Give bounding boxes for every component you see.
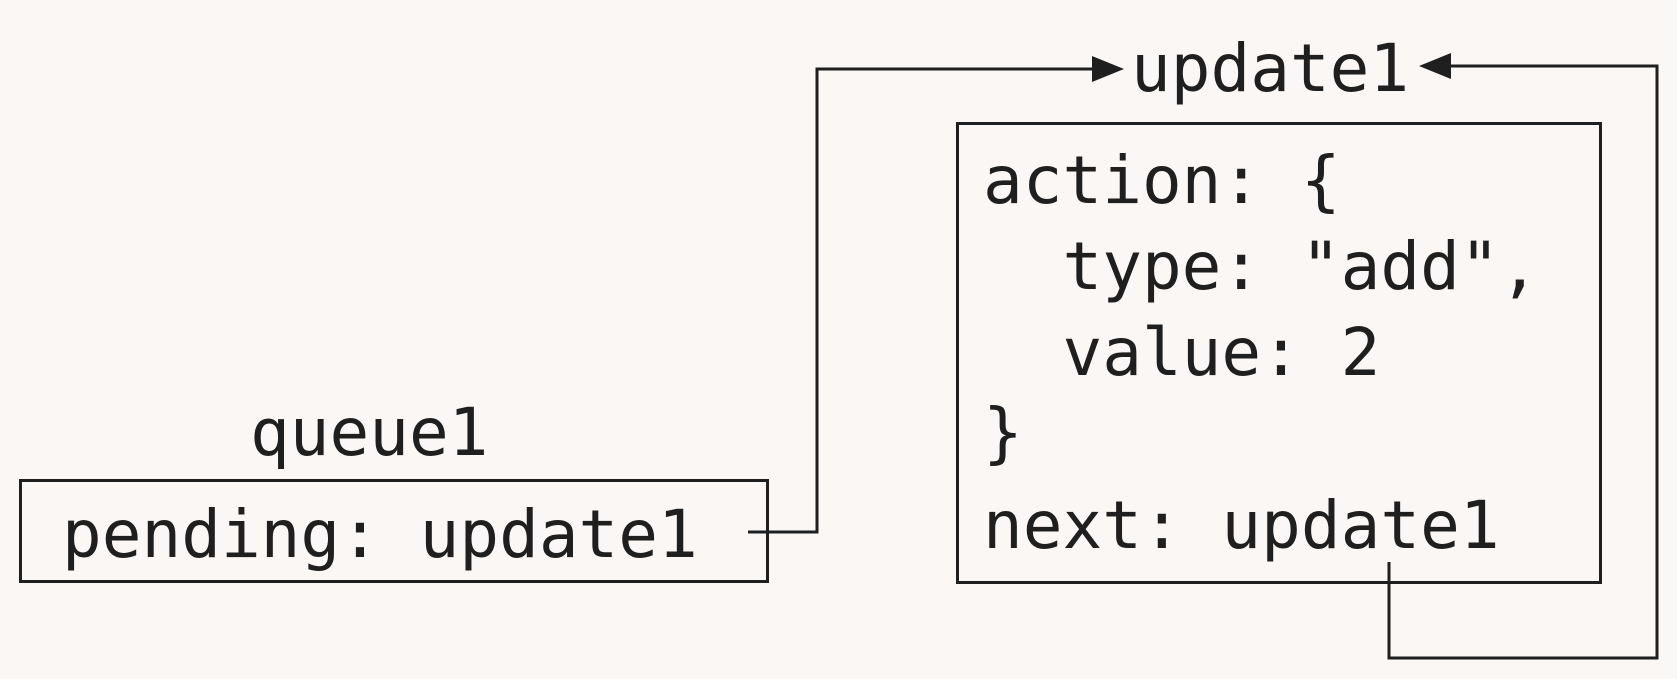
update-action-close: } [983,394,1023,471]
update-action-open: action: { [983,142,1341,219]
update-action-type: type: "add", [983,228,1540,305]
next-arrowhead [1419,53,1451,79]
update-node [956,122,1602,584]
update-action-value: value: 2 [983,314,1381,391]
queue-node [19,479,769,583]
pending-to-update1-arrow [748,67,1098,534]
update-title: update1 [1131,30,1410,107]
next-to-update1-arrow [1387,64,1659,660]
queue-pending-field: pending: update1 [62,496,698,573]
queue-title: queue1 [250,394,489,471]
update-next-field: next: update1 [983,487,1500,564]
pending-arrowhead [1092,56,1124,82]
